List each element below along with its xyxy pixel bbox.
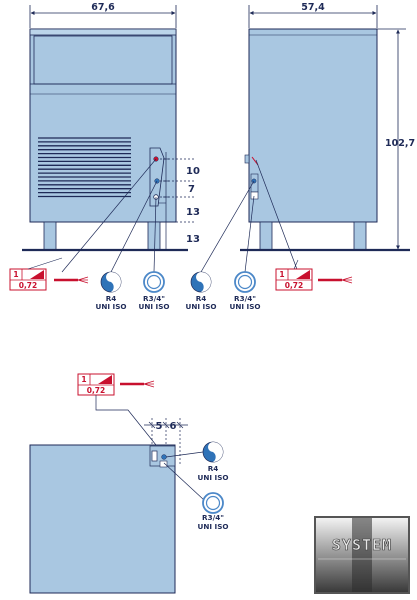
electric-spec-right: 1 0,72	[275, 268, 313, 291]
drain-label-2: UNI ISO	[96, 302, 127, 311]
drain-label-top-2: UNI ISO	[198, 473, 229, 482]
top-dim-6-label: 6	[170, 421, 177, 432]
drain-label-side-1: R4	[196, 294, 207, 303]
side-cabinet	[248, 28, 378, 223]
side-foot-left	[259, 221, 273, 251]
front-width-label: 67,6	[91, 2, 115, 13]
vent-grille	[38, 136, 131, 200]
dim-10-label: 10	[186, 166, 200, 177]
dim-13-upper-label: 13	[186, 207, 200, 218]
drain-connection-icon-top	[202, 441, 224, 463]
water-label-top-2: UNI ISO	[198, 522, 229, 531]
side-connections	[244, 154, 259, 200]
front-door-panel	[33, 35, 173, 85]
water-label-top-1: R3/4"	[202, 513, 224, 522]
drain-label-1: R4	[106, 294, 117, 303]
water-inlet-icon-top	[202, 492, 224, 514]
drain-connection-icon	[100, 271, 122, 293]
drain-connection-icon-side	[190, 271, 212, 293]
logo-text: SYSTEM	[332, 536, 392, 554]
dim-13-lower-label: 13	[186, 234, 200, 245]
side-view: 57,4 102,7	[200, 2, 415, 273]
electric-spec-top: 1 0,72	[77, 373, 115, 396]
system-logo: SYSTEM	[314, 516, 410, 594]
water-label-side-2: UNI ISO	[230, 302, 261, 311]
top-dim-5-label: 5	[156, 421, 163, 432]
water-inlet-icon	[143, 271, 165, 293]
height-label: 102,7	[385, 138, 415, 149]
power-cable-icon-right	[293, 259, 353, 284]
top-cabinet	[29, 444, 176, 594]
electric-spec-left: 1 0,72	[9, 268, 47, 291]
front-foot-left	[43, 221, 57, 251]
phase-label-top: 1	[81, 375, 86, 384]
water-label-2: UNI ISO	[139, 302, 170, 311]
section-label-left: 0,72	[19, 281, 38, 290]
front-view: 67,6 10	[22, 2, 200, 273]
connection-height-dimensions	[160, 152, 195, 251]
power-cable-icon	[27, 257, 89, 284]
dim-7-label: 7	[188, 184, 195, 195]
phase-label-right: 1	[279, 270, 284, 279]
water-inlet-icon-side	[234, 271, 256, 293]
water-label-side-1: R3/4"	[234, 294, 256, 303]
front-foot-right	[147, 221, 161, 251]
section-label-right: 0,72	[285, 281, 304, 290]
power-cable-icon-top	[120, 380, 155, 388]
water-label-1: R3/4"	[143, 294, 165, 303]
side-foot-right	[353, 221, 367, 251]
drain-label-side-2: UNI ISO	[186, 302, 217, 311]
section-label-top: 0,72	[87, 386, 106, 395]
phase-label-left: 1	[13, 270, 18, 279]
drain-label-top-1: R4	[208, 464, 219, 473]
side-depth-label: 57,4	[301, 2, 325, 13]
top-view: 1 0,72 5 6	[29, 373, 229, 594]
